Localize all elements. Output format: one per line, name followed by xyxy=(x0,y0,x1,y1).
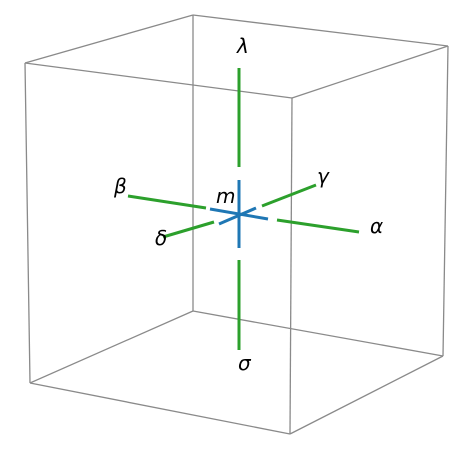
label-sigma: σ xyxy=(238,351,252,375)
label-gamma: γ xyxy=(317,164,330,188)
axis-gamma-line xyxy=(261,183,317,208)
cube-edge xyxy=(29,310,194,384)
cube-edge xyxy=(291,45,449,99)
cube-edge xyxy=(24,62,293,99)
cube-edge xyxy=(442,45,449,357)
label-alpha: α xyxy=(370,214,383,238)
label-delta: δ xyxy=(155,226,167,250)
cube-edge xyxy=(289,355,444,435)
cube-edge xyxy=(289,97,293,435)
axis-labels: λ σ β α γ δ m xyxy=(113,34,383,375)
center-marker-diagonal xyxy=(218,206,257,226)
cube-front-edges xyxy=(24,45,449,435)
axis-segments xyxy=(127,68,360,350)
axis-delta-line xyxy=(162,220,215,239)
cube-edge xyxy=(24,62,31,384)
cube-edge xyxy=(192,14,449,47)
label-m: m xyxy=(216,184,235,208)
label-beta: β xyxy=(113,174,127,198)
axis-alpha-line xyxy=(276,218,360,234)
cube-edge xyxy=(24,14,194,64)
cube-edge xyxy=(29,382,291,435)
center-marker xyxy=(209,180,269,248)
cube-back-edges xyxy=(24,14,449,384)
cube-edge xyxy=(192,310,444,357)
label-lambda: λ xyxy=(236,34,249,58)
axis-beta-line xyxy=(127,194,207,210)
